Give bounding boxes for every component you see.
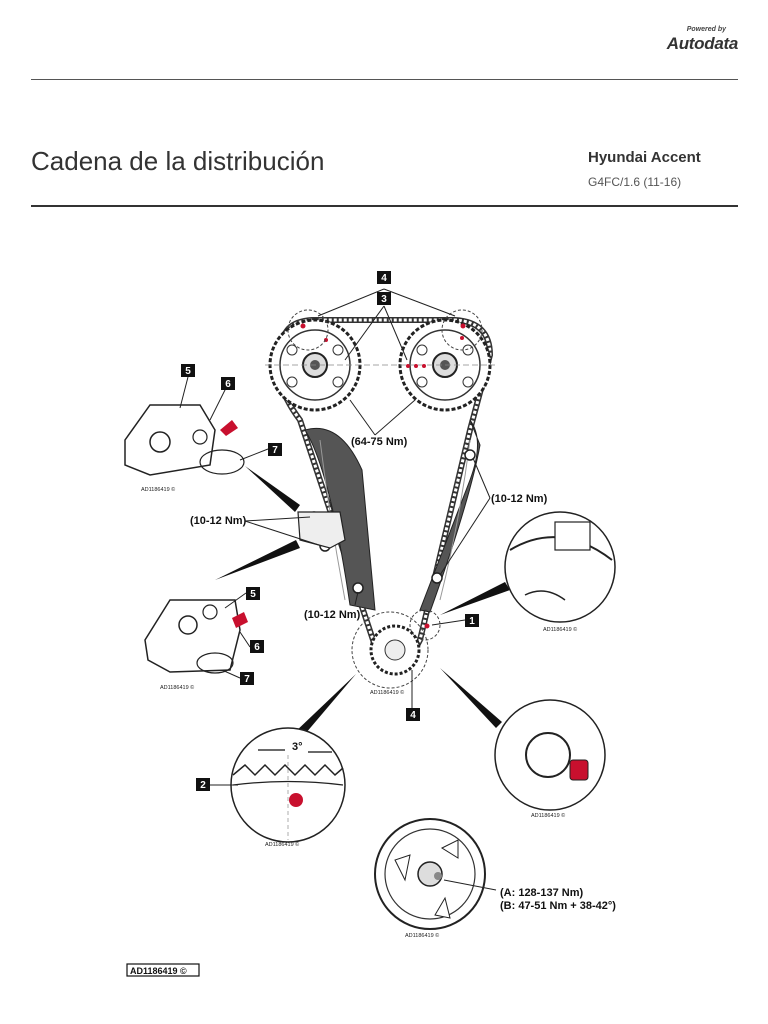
callout-6-bottom: 6 — [254, 642, 260, 653]
callout-5-top: 5 — [185, 366, 191, 377]
header-divider — [31, 79, 738, 80]
tensioner-detail-top — [124, 404, 245, 476]
callout-4-bottom: 4 — [410, 710, 416, 721]
vehicle-name: Hyundai Accent — [588, 149, 701, 166]
tensioner-installed — [297, 511, 346, 549]
pointer-tensioner-bottom — [215, 540, 300, 580]
page-title: Cadena de la distribución — [31, 146, 325, 176]
callout-boxes — [181, 271, 479, 791]
pointer-tensioner-top — [245, 466, 300, 512]
engine-variant: G4FC/1.6 (11-16) — [588, 175, 682, 189]
torque-pulley-a: (A: 128-137 Nm) — [500, 887, 583, 899]
callout-zoom-circles — [287, 309, 483, 689]
autodata-logo: Autodata — [666, 34, 739, 53]
ref-code: AD1186419 © — [160, 684, 194, 691]
callout-5-top-box — [181, 364, 195, 377]
footer-ref-code: AD1186419 © — [130, 966, 187, 976]
callout-7-top-box — [268, 443, 282, 456]
callout-3-box — [377, 292, 391, 305]
title-divider — [31, 205, 738, 207]
torque-guide-right: (10-12 Nm) — [491, 493, 548, 505]
callout-4-top: 4 — [381, 273, 387, 284]
pointer-oilpump-detail — [440, 668, 502, 728]
crank-sprocket — [369, 624, 421, 676]
callout-5-bottom: 5 — [250, 589, 256, 600]
crank-pulley — [374, 818, 497, 930]
ref-code: AD1186419 © — [405, 932, 439, 939]
callout-6-top-box — [221, 377, 235, 390]
callout-7-bottom-box — [240, 672, 254, 685]
torque-guide-left: (10-12 Nm) — [304, 609, 361, 621]
ref-code: AD1186419 © — [531, 812, 565, 819]
torque-tensioner: (10-12 Nm) — [190, 515, 247, 527]
callout-7-bottom: 7 — [244, 674, 250, 685]
callout-4-bottom-box — [406, 708, 420, 721]
callout-6-bottom-box — [250, 640, 264, 653]
cover-detail-zoom — [504, 511, 616, 623]
angle-label: 3° — [292, 741, 303, 753]
callout-6-top: 6 — [225, 379, 231, 390]
callout-1-box — [465, 614, 479, 627]
footer-ref-box — [126, 963, 200, 977]
pointer-crank-detail — [293, 674, 356, 740]
callout-5-bottom-box — [246, 587, 260, 600]
torque-camshaft: (64-75 Nm) — [351, 436, 408, 448]
powered-by-text: Powered by — [686, 26, 726, 33]
callout-7-top: 7 — [272, 445, 278, 456]
torque-pulley-b: (B: 47-51 Nm + 38-42°) — [500, 900, 616, 912]
leader-lines — [179, 288, 491, 786]
ref-code: AD1186419 © — [265, 841, 299, 848]
callout-4-top-box — [377, 271, 391, 284]
callout-1: 1 — [469, 616, 475, 627]
pointer-cover-detail — [440, 582, 510, 615]
crank-mark-detail-zoom — [230, 727, 346, 843]
ref-code: AD1186419 © — [141, 486, 175, 493]
oil-pump-detail-zoom — [494, 699, 606, 811]
brand-logo: Powered by Autodata — [618, 24, 739, 60]
callout-2-box — [196, 778, 210, 791]
timing-chain-diagram: 4 3 5 6 7 5 6 7 1 4 2 (64-75 Nm) (10-12 … — [124, 271, 616, 977]
chain-guide-right — [419, 419, 481, 613]
ref-code: AD1186419 © — [370, 689, 404, 696]
tensioner-detail-bottom — [144, 599, 248, 674]
callout-3: 3 — [381, 294, 387, 305]
callout-2: 2 — [200, 780, 206, 791]
ref-code: AD1186419 © — [543, 626, 577, 633]
